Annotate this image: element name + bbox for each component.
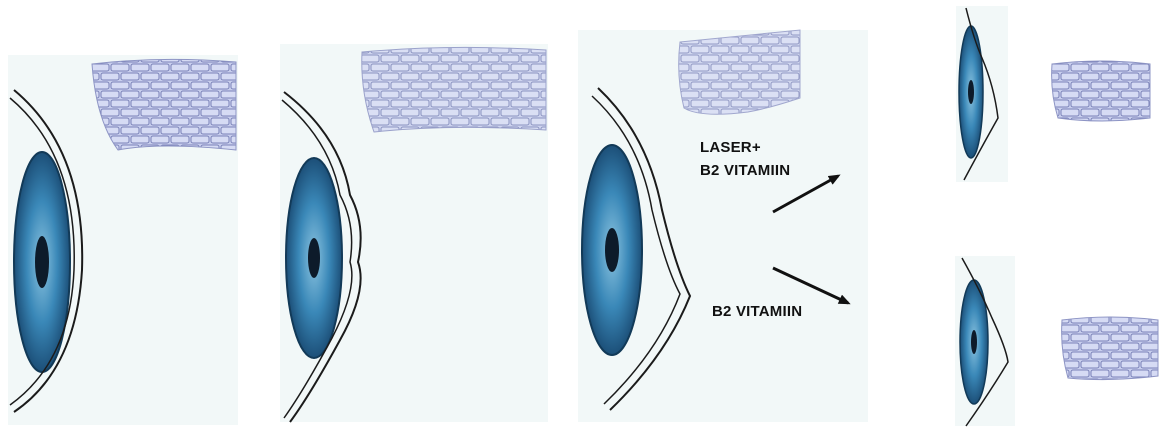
brick-wall-blurred	[362, 47, 546, 132]
stage-keratoconus-advanced	[578, 30, 868, 422]
vitamin-only-label: B2 VITAMIIN	[712, 300, 802, 323]
brick-wall-sharp	[92, 59, 236, 150]
stage-keratoconus-early	[280, 44, 548, 422]
laser-b2-label: LASER+ B2 VITAMIIN	[700, 136, 790, 182]
stage-result-laser-b2	[956, 6, 1150, 182]
laser-label-line1: LASER+	[700, 136, 790, 159]
brick-wall-result-vitamin	[1062, 317, 1158, 380]
brick-wall-distorted	[679, 30, 800, 114]
laser-label-line2: B2 VITAMIIN	[700, 159, 790, 182]
stage-result-b2-only	[955, 256, 1158, 426]
stage-normal-cornea	[8, 55, 238, 425]
brick-wall-result-laser	[1052, 61, 1150, 121]
